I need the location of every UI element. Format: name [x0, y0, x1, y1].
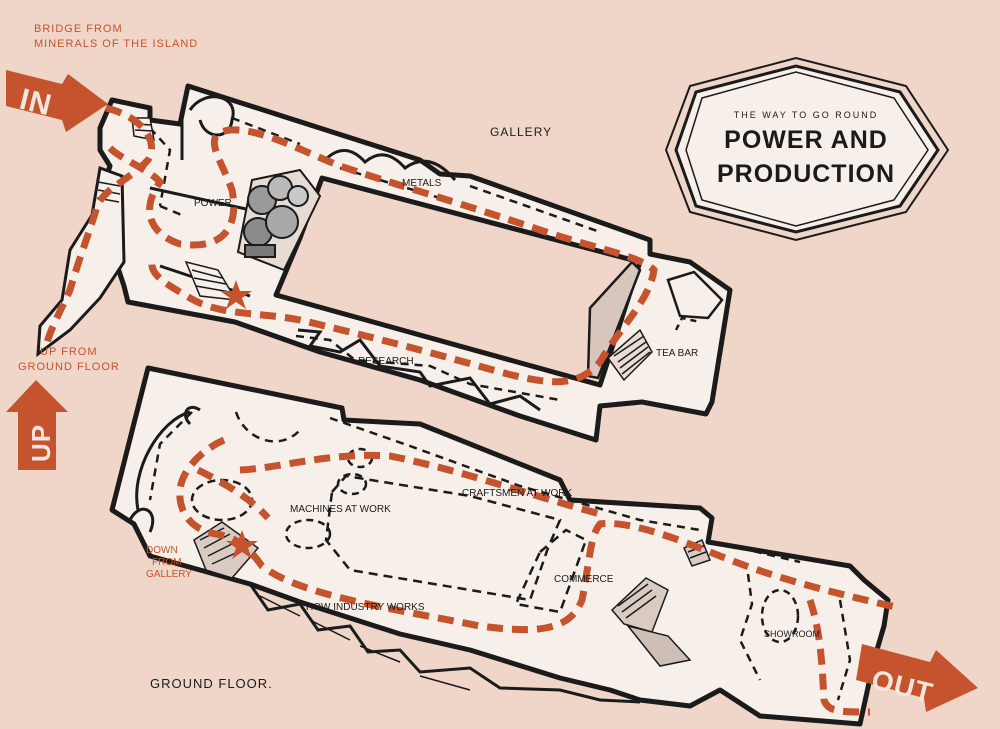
room-power: POWER: [194, 198, 232, 209]
title-badge: THE WAY TO GO ROUND POWER AND PRODUCTION: [664, 56, 950, 242]
down-note-line2: FROM: [152, 557, 181, 568]
title-line2: PRODUCTION: [717, 160, 895, 188]
room-machines: MACHINES AT WORK: [290, 504, 391, 515]
star-marker-ground: [226, 530, 258, 559]
room-industry: HOW INDUSTRY WORKS: [306, 602, 425, 613]
ground-floor-outline: [109, 365, 891, 727]
room-commerce: COMMERCE: [554, 574, 614, 585]
out-arrow: OUT: [856, 644, 978, 712]
down-note-line1: DOWN: [146, 545, 178, 556]
gallery-label: GALLERY: [490, 125, 552, 139]
room-craftsmen: CRAFTSMEN AT WORK: [462, 488, 573, 499]
bridge-note-line2: MINERALS OF THE ISLAND: [34, 38, 198, 50]
room-tea-bar: TEA BAR: [656, 348, 698, 359]
bridge-note-line1: BRIDGE FROM: [34, 23, 123, 35]
title-line1: POWER AND: [724, 126, 888, 154]
title-small: THE WAY TO GO ROUND: [734, 110, 879, 120]
ground-floor: [109, 365, 891, 727]
up-note-line1: UP FROM: [40, 346, 98, 358]
star-marker-gallery: [220, 280, 252, 309]
up-arrow: UP: [6, 380, 68, 470]
generator-illustration: [236, 168, 322, 272]
machines-platform: [324, 474, 562, 602]
room-research: RESEARCH: [358, 356, 414, 367]
in-arrow: IN: [6, 70, 108, 132]
visitor-route: [42, 104, 901, 716]
room-metals: METALS: [402, 178, 442, 189]
room-showroom: SHOWROOM: [764, 629, 820, 639]
up-note-line2: GROUND FLOOR: [18, 361, 120, 373]
up-arrow-label: UP: [26, 424, 56, 462]
ground-floor-label: GROUND FLOOR.: [150, 676, 273, 691]
in-arrow-label: IN: [16, 83, 55, 123]
gallery-floor: [36, 83, 733, 443]
down-note-line3: GALLERY: [146, 569, 192, 580]
